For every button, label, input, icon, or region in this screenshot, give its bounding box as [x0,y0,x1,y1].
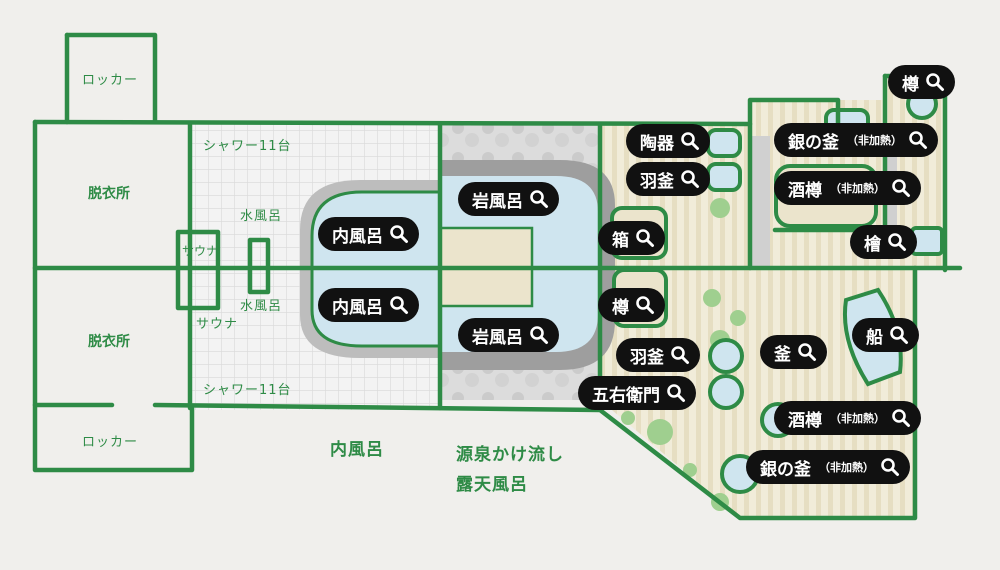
pill-label: 陶器 [640,133,674,154]
pill-label: 銀の釜 [760,459,811,480]
pill-label: 羽釜 [630,347,664,368]
search-icon [681,170,699,188]
search-icon [636,296,654,314]
search-icon [909,131,927,149]
sauna-bottom-label: サウナ [196,317,239,332]
open-air-area-label: 源泉かけ流し 露天風呂 [456,445,564,495]
pill-label: 樽 [902,74,919,95]
search-icon [390,225,408,243]
search-icon [530,326,548,344]
rock-strip [750,136,770,268]
pill-label: 岩風呂 [472,327,523,348]
indoor-bath-area-label: 内風呂 [330,440,384,460]
silver-pot-top-button[interactable]: 銀の釜 （非加熱） [774,123,938,157]
pot-bath-button[interactable]: 釜 [760,335,827,369]
unheated-note: （非加熱） [819,461,874,474]
dressing-room-top-label: 脱衣所 [88,186,130,202]
search-icon [681,132,699,150]
locker-bottom-label: ロッカー [82,435,139,450]
search-icon [926,73,944,91]
indoor-bath-bottom-button[interactable]: 内風呂 [318,288,419,322]
pill-label: 樽 [612,297,629,318]
hagama-top-button[interactable]: 羽釜 [626,162,710,196]
search-icon [881,458,899,476]
pill-label: 檜 [864,234,881,255]
pottery-bath-button[interactable]: 陶器 [626,124,710,158]
pill-label: 五右衛門 [592,385,660,406]
hinoki-bath-button[interactable]: 檜 [850,225,917,259]
shower-top-label: シャワー11台 [203,139,292,154]
pill-label: 釜 [774,344,791,365]
search-icon [888,233,906,251]
rock-bath-top-button[interactable]: 岩風呂 [458,182,559,216]
unheated-note: （非加熱） [830,412,885,425]
silver-pot-bottom-button[interactable]: 銀の釜 （非加熱） [746,450,910,484]
barrel-bath-top-button[interactable]: 樽 [888,65,955,99]
unheated-note: （非加熱） [847,134,902,147]
search-icon [798,343,816,361]
pill-label: 酒樽 [788,410,822,431]
search-icon [671,346,689,364]
sake-barrel-top-button[interactable]: 酒樽 （非加熱） [774,171,921,205]
search-icon [530,190,548,208]
box-bath-button[interactable]: 箱 [598,221,665,255]
sake-barrel-bottom-button[interactable]: 酒樽 （非加熱） [774,401,921,435]
hagama-bottom-button[interactable]: 羽釜 [616,338,700,372]
indoor-bath-top-button[interactable]: 内風呂 [318,217,419,251]
pill-label: 船 [866,327,883,348]
pill-label: 箱 [612,230,629,251]
pill-label: 銀の釜 [788,132,839,153]
barrel-bath-left-button[interactable]: 樽 [598,288,665,322]
search-icon [636,229,654,247]
unheated-note: （非加熱） [830,182,885,195]
goemon-bath-button[interactable]: 五右衛門 [578,376,696,410]
indoor-bath-edge [310,190,440,348]
search-icon [892,409,910,427]
boat-bath-button[interactable]: 船 [852,318,919,352]
search-icon [892,179,910,197]
search-icon [667,384,685,402]
shower-bottom-label: シャワー11台 [203,383,292,398]
search-icon [890,326,908,344]
sauna-top-label: サウナ [182,244,219,258]
cold-bath-top-label: 水風呂 [240,209,283,224]
rock-bath-bottom-button[interactable]: 岩風呂 [458,318,559,352]
search-icon [390,296,408,314]
pill-label: 酒樽 [788,180,822,201]
pill-label: 羽釜 [640,171,674,192]
dressing-room-bottom-label: 脱衣所 [88,334,130,350]
locker-top-label: ロッカー [82,73,139,88]
cold-bath-bottom-label: 水風呂 [240,299,283,314]
pill-label: 内風呂 [332,226,383,247]
pill-label: 内風呂 [332,297,383,318]
pill-label: 岩風呂 [472,191,523,212]
walls [32,32,963,521]
